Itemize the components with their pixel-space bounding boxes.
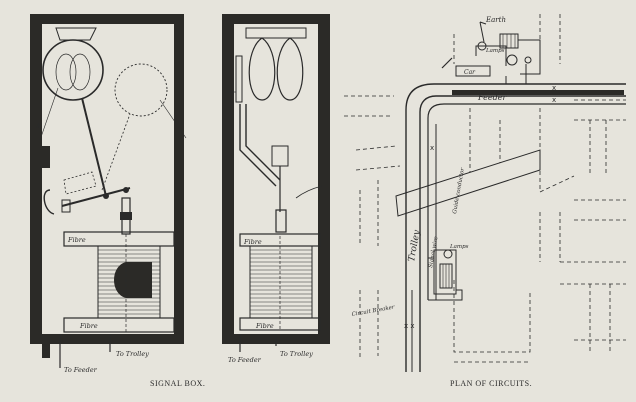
label-signal-wire: Signal wire bbox=[428, 235, 440, 268]
label-to-trolley: To Trolley bbox=[116, 350, 149, 358]
side-label-a: A bbox=[35, 123, 41, 130]
label-feeder: Feeder bbox=[477, 93, 507, 102]
signal-box-drawing: Fibre Fibre A To Feeder To Trolley bbox=[30, 14, 187, 374]
label-earth: Earth bbox=[485, 16, 506, 24]
second-box-drawing: Fibre Fibre To Feeder To Trolley bbox=[222, 14, 330, 364]
svg-text:x: x bbox=[430, 144, 434, 152]
coil-label-top: Fibre bbox=[67, 236, 86, 244]
plan-of-circuits-drawing: x x x x x Earth Feeder Car Lamps Lamps T… bbox=[344, 14, 626, 372]
label-lamps-bottom: Lamps bbox=[449, 244, 469, 250]
coil-label-bottom: Fibre bbox=[79, 322, 98, 330]
label-to-trolley: To Trolley bbox=[280, 350, 313, 358]
svg-text:x x: x x bbox=[404, 322, 415, 330]
label-car: Car bbox=[464, 69, 476, 76]
label-to-feeder: To Feeder bbox=[228, 356, 262, 364]
svg-text:x: x bbox=[552, 96, 556, 104]
svg-text:x: x bbox=[552, 84, 556, 92]
caption-signal-box: SIGNAL BOX. bbox=[150, 379, 205, 388]
coil-label-top: Fibre bbox=[243, 238, 262, 246]
caption-plan-of-circuits: PLAN OF CIRCUITS. bbox=[450, 379, 532, 388]
label-to-feeder: To Feeder bbox=[64, 366, 98, 374]
coil-label-bottom: Fibre bbox=[255, 322, 274, 330]
label-lamps-top: Lamps bbox=[485, 48, 505, 54]
